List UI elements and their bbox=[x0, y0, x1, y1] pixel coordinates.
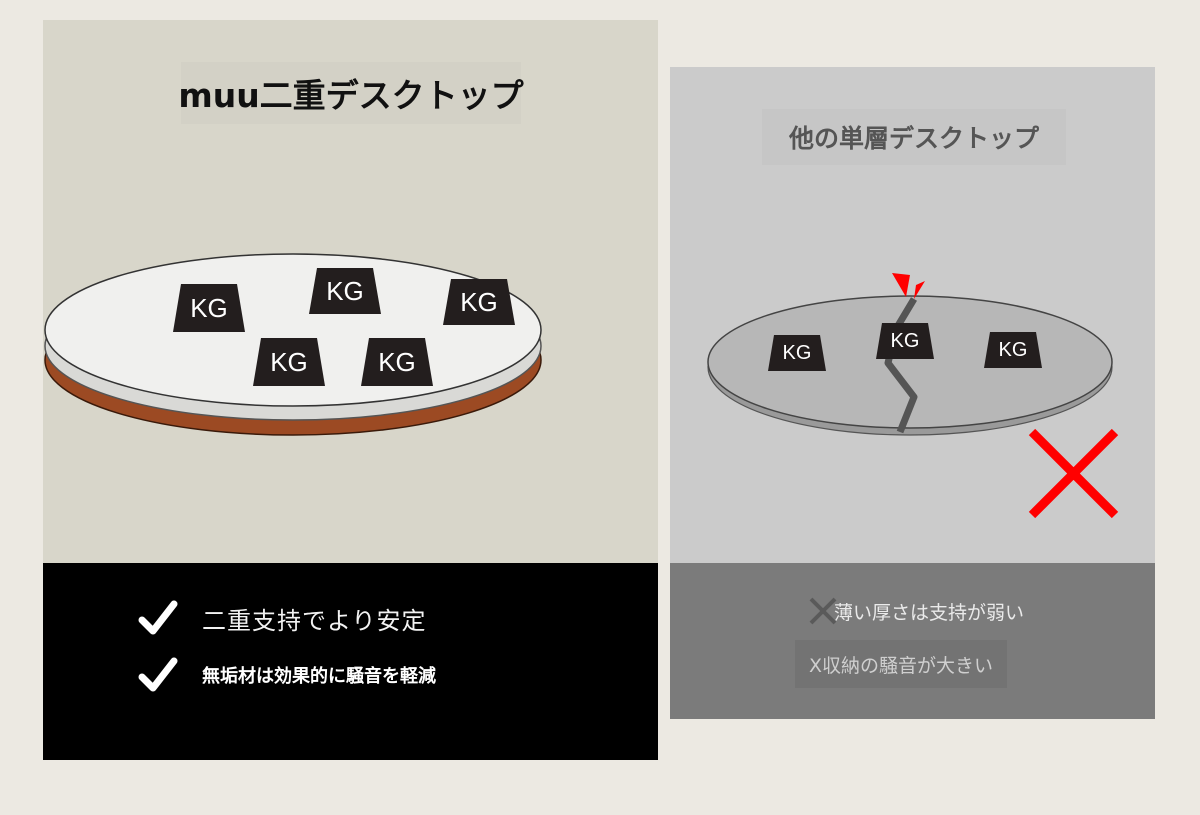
weight-block: KG bbox=[768, 335, 826, 371]
feature-item: 二重支持でより安定 bbox=[138, 598, 427, 638]
weight-block: KG bbox=[309, 268, 381, 314]
single-layer-desktop-panel: 他の単層デスクトップ KG KG KG bbox=[670, 67, 1155, 719]
weight-block: KG bbox=[253, 338, 325, 386]
crack-marker-left bbox=[892, 273, 910, 297]
drawback-text: X収納の騒音が大きい bbox=[809, 654, 994, 677]
drawback-item: 薄い厚さは支持が弱い bbox=[808, 596, 1025, 626]
weight-block: KG bbox=[173, 284, 245, 332]
crack-marker-right bbox=[914, 281, 925, 299]
muu-desktop-panel: muu二重デスクトップ KG KG KG KG KG bbox=[43, 20, 658, 760]
weight-block: KG bbox=[876, 323, 934, 359]
feature-text: 無垢材は効果的に騒音を軽減 bbox=[202, 666, 436, 687]
single-layer-illustration-area: 他の単層デスクトップ KG KG KG bbox=[670, 67, 1155, 563]
weight-block: KG bbox=[361, 338, 433, 386]
cross-mark-icon bbox=[1028, 428, 1119, 519]
feature-text: 二重支持でより安定 bbox=[202, 606, 427, 635]
muu-desktop-features bbox=[43, 563, 658, 760]
weight-block: KG bbox=[984, 332, 1042, 368]
weight-block: KG bbox=[443, 279, 515, 325]
single-layer-title: 他の単層デスクトップ bbox=[762, 109, 1066, 165]
checkmark-icon bbox=[138, 655, 178, 695]
crack-line bbox=[884, 297, 918, 434]
checkmark-icon bbox=[138, 598, 178, 638]
x-icon bbox=[808, 596, 838, 626]
feature-item: 無垢材は効果的に騒音を軽減 bbox=[138, 655, 436, 695]
muu-desktop-illustration-area: muu二重デスクトップ KG KG KG KG KG bbox=[43, 20, 658, 563]
drawback-text: 薄い厚さは支持が弱い bbox=[834, 602, 1025, 624]
drawback-item: X収納の騒音が大きい bbox=[795, 640, 1008, 688]
muu-desktop-title: muu二重デスクトップ bbox=[178, 62, 524, 124]
single-layer-table-illustration bbox=[707, 273, 1119, 519]
tabletop-surface bbox=[707, 295, 1113, 429]
